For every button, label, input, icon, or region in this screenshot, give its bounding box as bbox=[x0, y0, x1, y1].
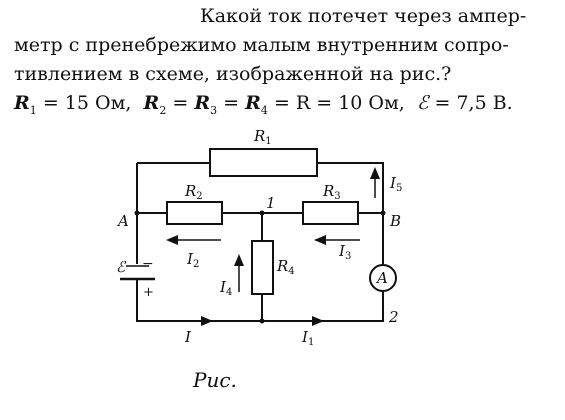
node-a-dot bbox=[134, 210, 140, 216]
label-i: I bbox=[184, 328, 192, 346]
label-node-2: 2 bbox=[388, 308, 399, 326]
label-ammeter: A bbox=[375, 269, 388, 287]
resistor-r2 bbox=[166, 201, 223, 225]
label-r2: R2 bbox=[184, 182, 203, 202]
label-node-b: B bbox=[389, 212, 401, 230]
problem-line-1: Какой ток потечет через ампер- bbox=[200, 5, 527, 27]
label-battery-plus: + bbox=[143, 285, 154, 300]
label-r4: R4 bbox=[276, 257, 295, 277]
wire-top-right bbox=[317, 162, 384, 213]
arrow-i2-head bbox=[166, 235, 178, 245]
label-i2: I2 bbox=[186, 250, 199, 270]
wire-bottom bbox=[136, 279, 384, 322]
problem-text: Какой ток потечет через ампер- метр с пр… bbox=[14, 2, 554, 125]
given-emf: = 7,5 В. bbox=[434, 92, 513, 114]
given-values: R1 = 15 Ом, R2 = R3 = R4 = R = 10 Ом, ℰ … bbox=[14, 92, 513, 117]
node-b-dot bbox=[380, 210, 386, 216]
arrow-i5-head bbox=[370, 167, 380, 179]
label-r1: R1 bbox=[253, 127, 272, 147]
resistor-r1 bbox=[209, 148, 318, 177]
label-r3: R3 bbox=[322, 182, 341, 202]
given-r1: = 15 Ом, bbox=[42, 92, 132, 114]
problem-line-2: метр с пренебрежимо малым внутренним соп… bbox=[14, 34, 509, 56]
resistor-r4 bbox=[251, 240, 274, 295]
node-bottom-dot bbox=[259, 318, 265, 324]
wire-r3-b bbox=[358, 212, 384, 264]
label-emf: ℰ bbox=[116, 258, 127, 276]
label-i3: I3 bbox=[338, 242, 351, 262]
label-i5: I5 bbox=[389, 174, 402, 194]
arrow-i-head bbox=[201, 316, 213, 326]
arrow-i1-head bbox=[312, 316, 324, 326]
given-r-equal: = R = 10 Ом, bbox=[273, 92, 405, 114]
label-i4: I4 bbox=[219, 278, 232, 298]
figure-caption: Рис. bbox=[193, 368, 237, 392]
node-1-dot bbox=[259, 210, 265, 216]
arrow-i3-head bbox=[314, 235, 326, 245]
problem-line-3: тивлением в схеме, изображенной на рис.? bbox=[14, 63, 452, 85]
label-i1: I1 bbox=[301, 328, 314, 348]
label-node-a: A bbox=[116, 212, 129, 230]
resistor-r3 bbox=[302, 201, 359, 225]
label-node-1: 1 bbox=[266, 194, 276, 212]
label-battery-minus: − bbox=[142, 256, 154, 272]
arrow-i4-head bbox=[234, 254, 244, 266]
ammeter bbox=[369, 264, 397, 292]
